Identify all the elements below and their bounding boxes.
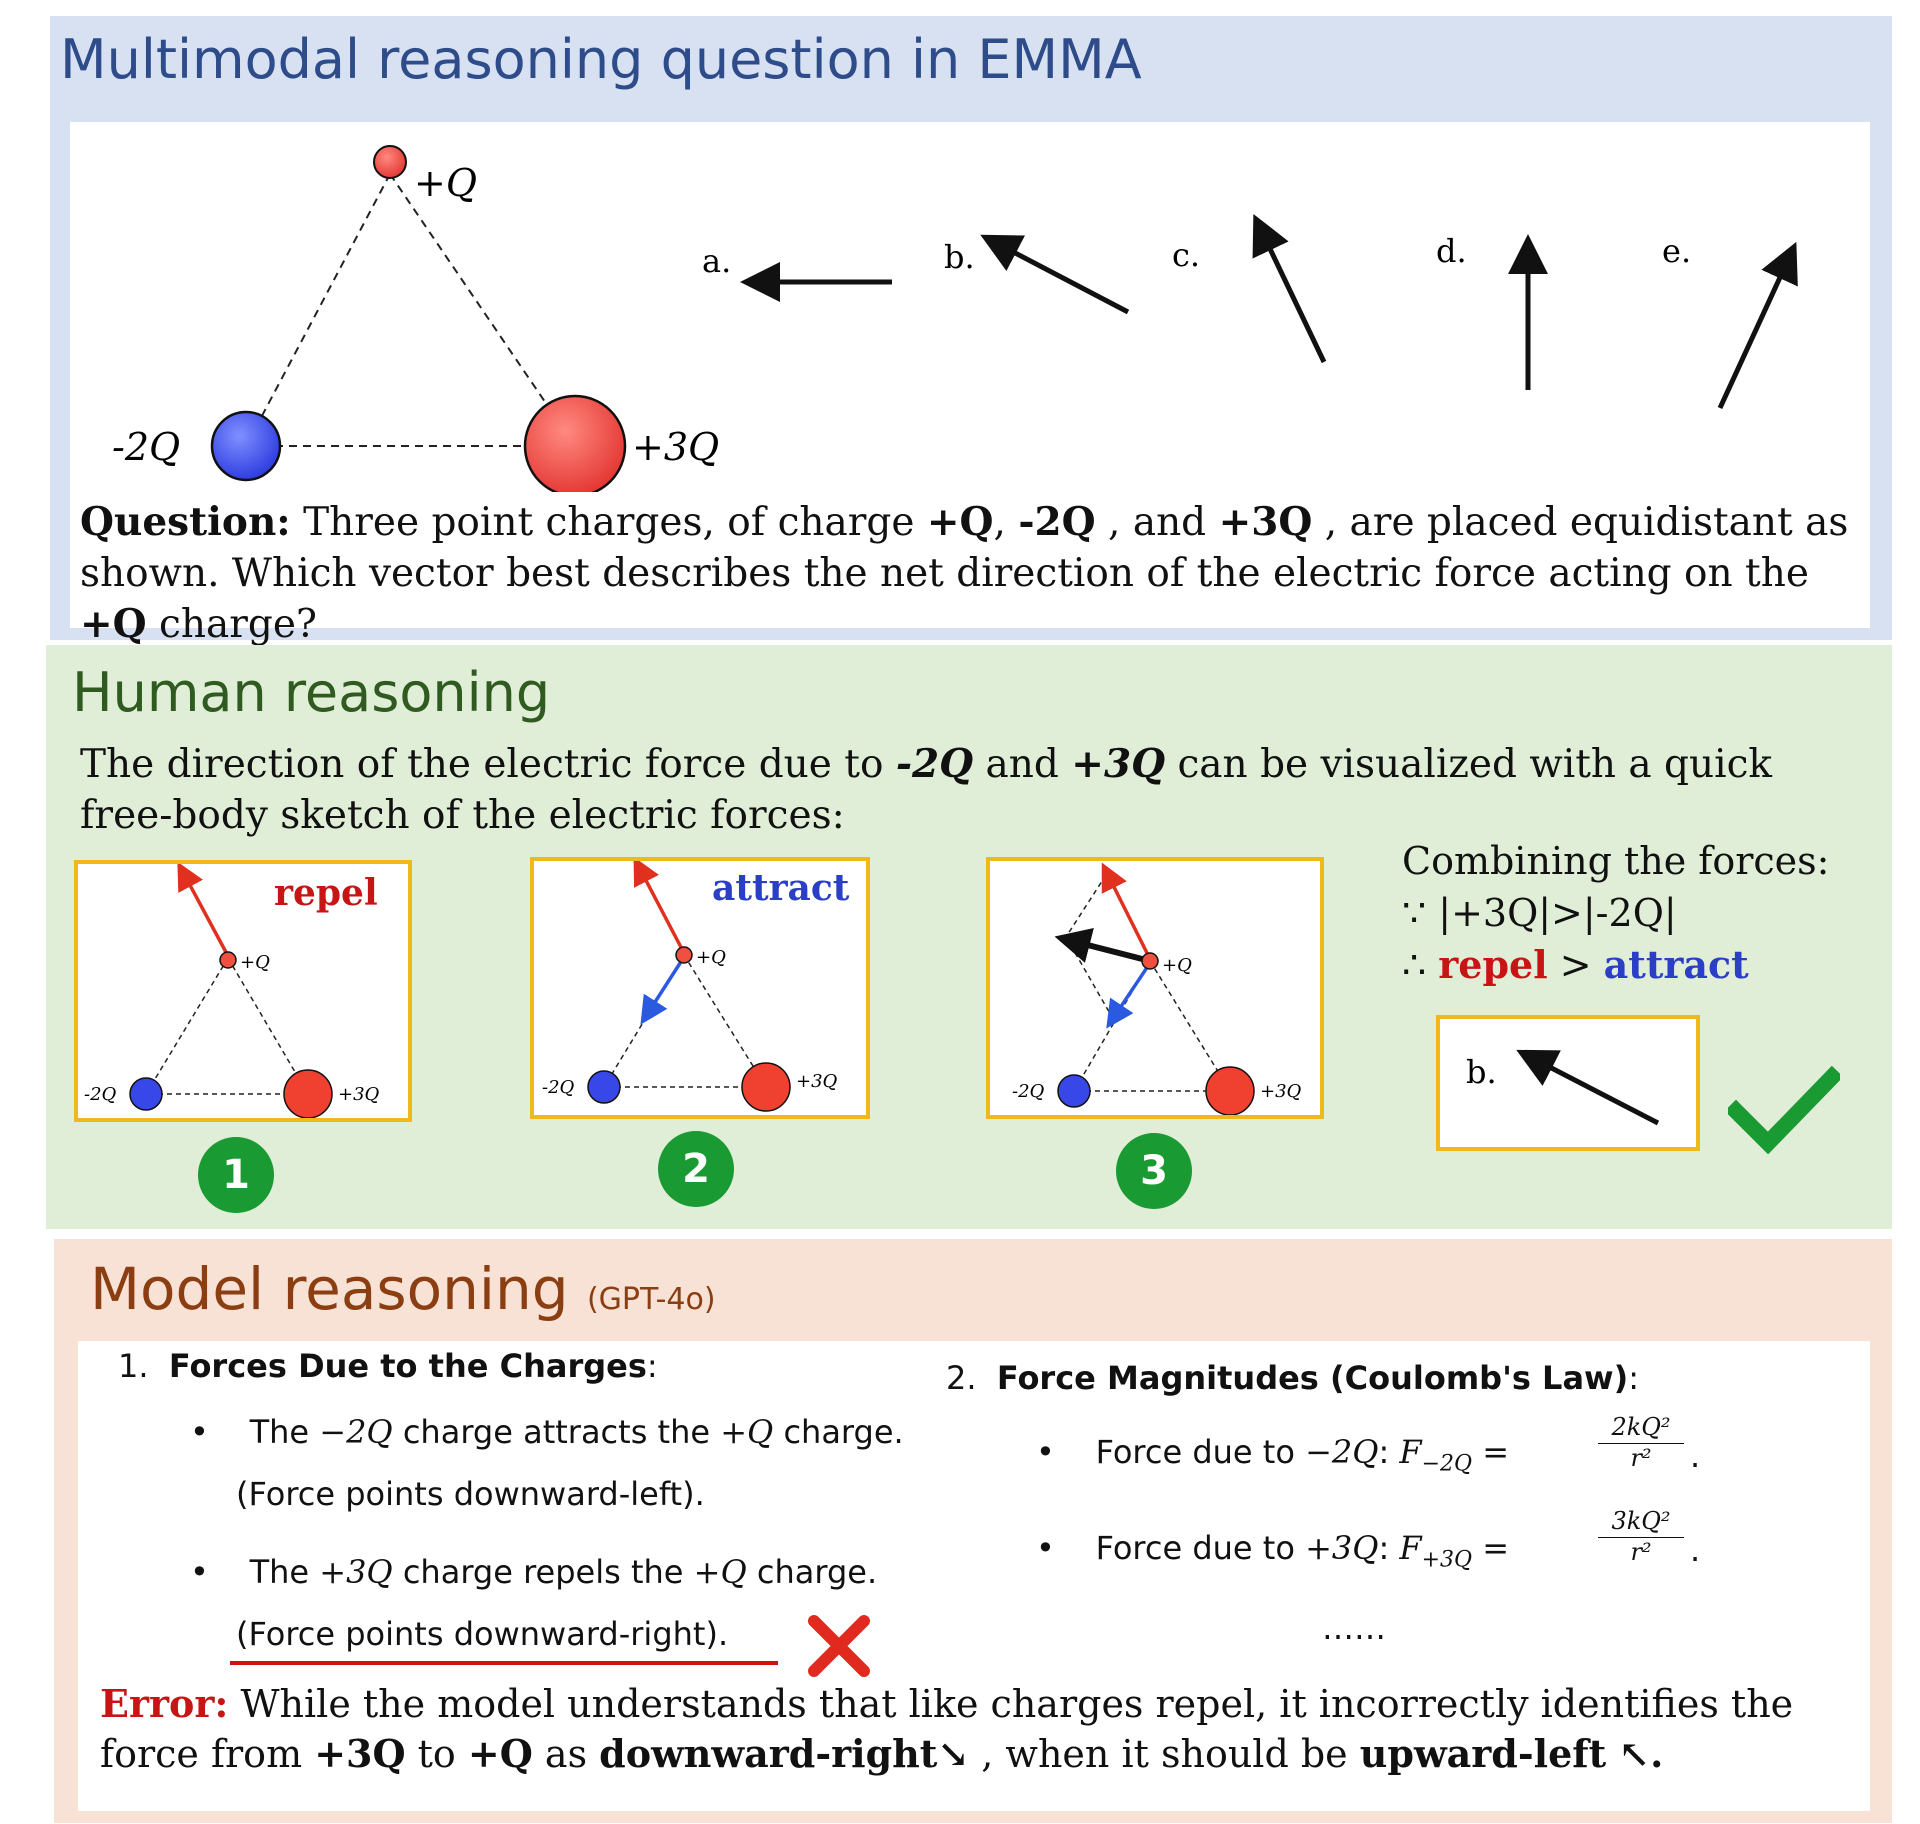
- option-a-label: a.: [702, 242, 731, 280]
- svg-text:+3Q: +3Q: [1260, 1081, 1302, 1102]
- ellipsis: ……: [1322, 1609, 1386, 1647]
- model-reasoning-title: Model reasoning (GPT-4o): [90, 1255, 716, 1323]
- bullet-1-detail: (Force points downward-left).: [236, 1475, 705, 1513]
- charge-plus-3q: [523, 394, 627, 498]
- repel-label: repel: [274, 872, 378, 914]
- sketch-attract: +Q -2Q +3Q attract: [530, 857, 870, 1119]
- attract-force-arrow-icon: [1106, 962, 1152, 1029]
- upward-left-arrow-icon: ↖: [1618, 1731, 1651, 1776]
- repel-force-arrow-icon: [1101, 862, 1152, 960]
- answer-box: b.: [1436, 1015, 1700, 1151]
- label-plus-3q: +3Q: [632, 425, 719, 469]
- error-explanation: Error: While the model understands that …: [100, 1681, 1794, 1776]
- repel-force-arrow-icon: [177, 864, 230, 957]
- svg-text:+Q: +Q: [696, 947, 726, 968]
- check-icon: [1728, 1065, 1840, 1155]
- attract-label: attract: [712, 867, 850, 909]
- question-diagram: +Q -2Q +3Q a. b. c. d. e.: [112, 145, 1798, 498]
- human-reasoning-title: Human reasoning: [72, 661, 551, 724]
- sketch-combined: +Q -2Q +3Q: [986, 857, 1324, 1119]
- step-3-badge: 3: [1116, 1133, 1192, 1209]
- svg-text:-2Q: -2Q: [84, 1084, 117, 1105]
- triangle-lines: [245, 173, 576, 447]
- sketch2-minus-2q: [587, 1070, 621, 1104]
- svg-text:+3Q: +3Q: [338, 1084, 380, 1105]
- force-eq-1: • Force due to −2Q: F−2Q =: [1036, 1433, 1510, 1477]
- attract-force-arrow-icon: [640, 956, 686, 1025]
- cross-icon: [808, 1615, 870, 1677]
- sketch1-plus-q: [219, 951, 237, 969]
- option-d-label: d.: [1436, 232, 1467, 270]
- label-minus-2q: -2Q: [112, 425, 180, 469]
- repel-force-arrow-icon: [633, 861, 686, 954]
- model-name: (GPT-4o): [586, 1282, 716, 1317]
- error-underline: [230, 1661, 778, 1665]
- model-reasoning-panel: Model reasoning (GPT-4o) 1. Forces Due t…: [54, 1239, 1892, 1823]
- option-b-arrow-icon: [980, 234, 1130, 315]
- option-b-label: b.: [944, 238, 975, 276]
- bullet-1: • The −2Q charge attracts the +Q charge.: [190, 1413, 904, 1451]
- svg-text:+3Q: +3Q: [796, 1071, 838, 1092]
- answer-arrow-icon: [1516, 1049, 1660, 1126]
- bullet-2-detail: (Force points downward-right).: [236, 1615, 729, 1653]
- step-1-badge: 1: [198, 1137, 274, 1213]
- charge-plus-q: [373, 145, 407, 179]
- net-force-arrow-icon: [1054, 928, 1151, 964]
- downward-right-arrow-icon: ↘: [937, 1731, 970, 1776]
- sketch3-minus-2q: [1057, 1074, 1091, 1108]
- sketch3-plus-q: [1141, 952, 1159, 970]
- force-eq-2: • Force due to +3Q: F+3Q =: [1036, 1529, 1510, 1573]
- svg-text:+Q: +Q: [1162, 955, 1192, 976]
- svg-text:-2Q: -2Q: [1012, 1081, 1045, 1102]
- human-reasoning-panel: Human reasoning The direction of the ele…: [46, 645, 1892, 1229]
- combining-forces: Combining the forces: ∵ |+3Q|>|-2Q| ∴ re…: [1402, 835, 1829, 991]
- option-c-label: c.: [1172, 236, 1200, 274]
- sketch3-plus-3q: [1205, 1066, 1255, 1115]
- item-2-heading: 2. Force Magnitudes (Coulomb's Law):: [946, 1359, 1639, 1397]
- sketch1-minus-2q: [129, 1077, 163, 1111]
- sketch1-plus-3q: [283, 1069, 333, 1118]
- therefore-line: ∴ repel > attract: [1402, 942, 1749, 987]
- label-plus-q: +Q: [414, 161, 477, 205]
- option-c-arrow-icon: [1252, 213, 1327, 364]
- question-card: +Q -2Q +3Q a. b. c. d. e. Question: Thre…: [70, 122, 1870, 647]
- sketch2-plus-q: [675, 946, 693, 964]
- option-e-label: e.: [1662, 232, 1691, 270]
- sketch-repel: +Q -2Q +3Q repel: [74, 860, 412, 1122]
- answer-label: b.: [1466, 1053, 1497, 1091]
- because-line: ∵ |+3Q|>|-2Q|: [1402, 891, 1677, 935]
- human-reasoning-text: The direction of the electric force due …: [80, 741, 1773, 838]
- svg-text:-2Q: -2Q: [542, 1077, 575, 1098]
- model-output-card: 1. Forces Due to the Charges: • The −2Q …: [78, 1341, 1870, 1811]
- force-eq-2-fraction: 3kQ² r²: [1598, 1507, 1684, 1566]
- question-panel: Multimodal reasoning question in EMMA: [50, 16, 1892, 647]
- bullet-2: • The +3Q charge repels the +Q charge.: [190, 1553, 878, 1591]
- force-eq-1-fraction: 2kQ² r²: [1598, 1413, 1684, 1472]
- item-1-heading: 1. Forces Due to the Charges:: [118, 1347, 658, 1385]
- combining-title: Combining the forces:: [1402, 839, 1830, 883]
- question-text: Question: Three point charges, of charge…: [80, 499, 1849, 647]
- step-2-badge: 2: [658, 1131, 734, 1207]
- question-panel-title: Multimodal reasoning question in EMMA: [60, 28, 1142, 91]
- option-e-arrow-icon: [1717, 241, 1798, 410]
- svg-text:+Q: +Q: [240, 952, 270, 973]
- sketch2-plus-3q: [741, 1062, 791, 1112]
- charge-minus-2q: [210, 410, 282, 482]
